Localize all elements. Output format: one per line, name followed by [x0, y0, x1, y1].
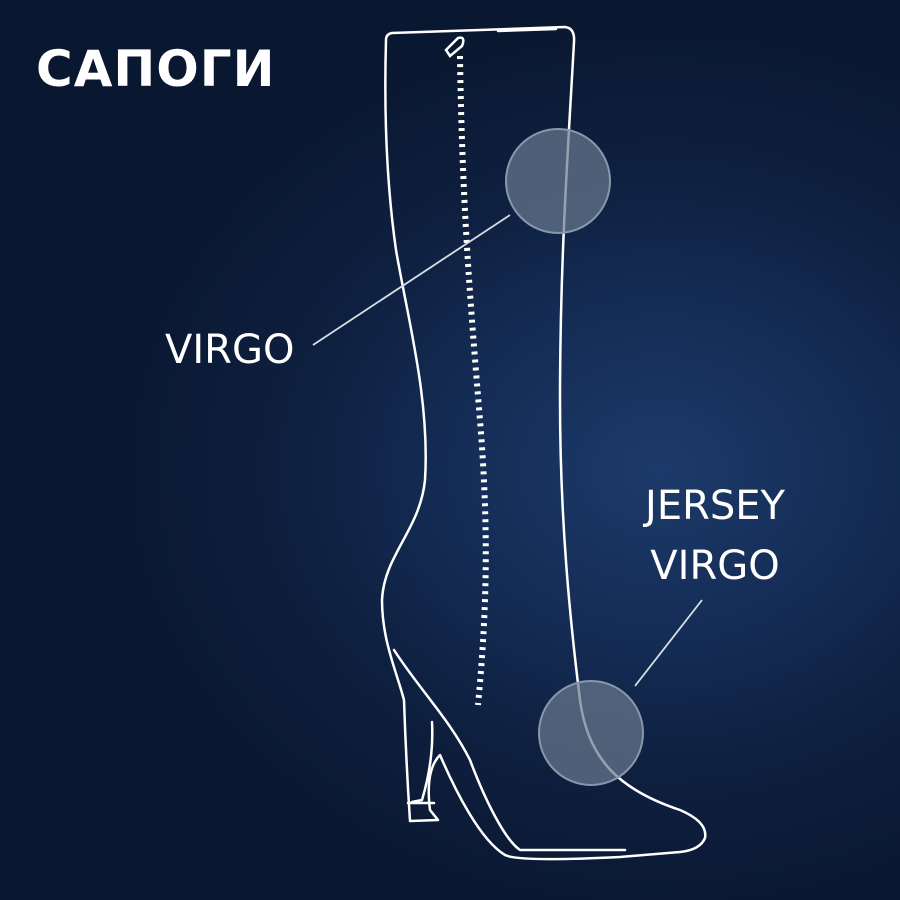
- marker-upper: [505, 128, 611, 234]
- callout-lower-text-line1: JERSEY: [645, 483, 785, 529]
- callout-upper-label: VIRGO: [165, 330, 294, 370]
- callout-lower-text-line2: VIRGO: [650, 543, 780, 589]
- callout-upper-text: VIRGO: [165, 327, 295, 373]
- zipper-pull-icon: [444, 36, 465, 58]
- zipper-line: [457, 55, 489, 706]
- marker-lower: [538, 680, 644, 786]
- callout-line-upper: [312, 214, 511, 346]
- callout-lower-label: JERSEY VIRGO: [642, 476, 788, 596]
- callout-line-lower: [634, 599, 703, 687]
- sole-line: [392, 648, 627, 852]
- top-edge-accent: [496, 27, 558, 33]
- heel-inner: [410, 720, 434, 804]
- boot-outline: [380, 25, 707, 861]
- page-title: САПОГИ: [36, 40, 276, 98]
